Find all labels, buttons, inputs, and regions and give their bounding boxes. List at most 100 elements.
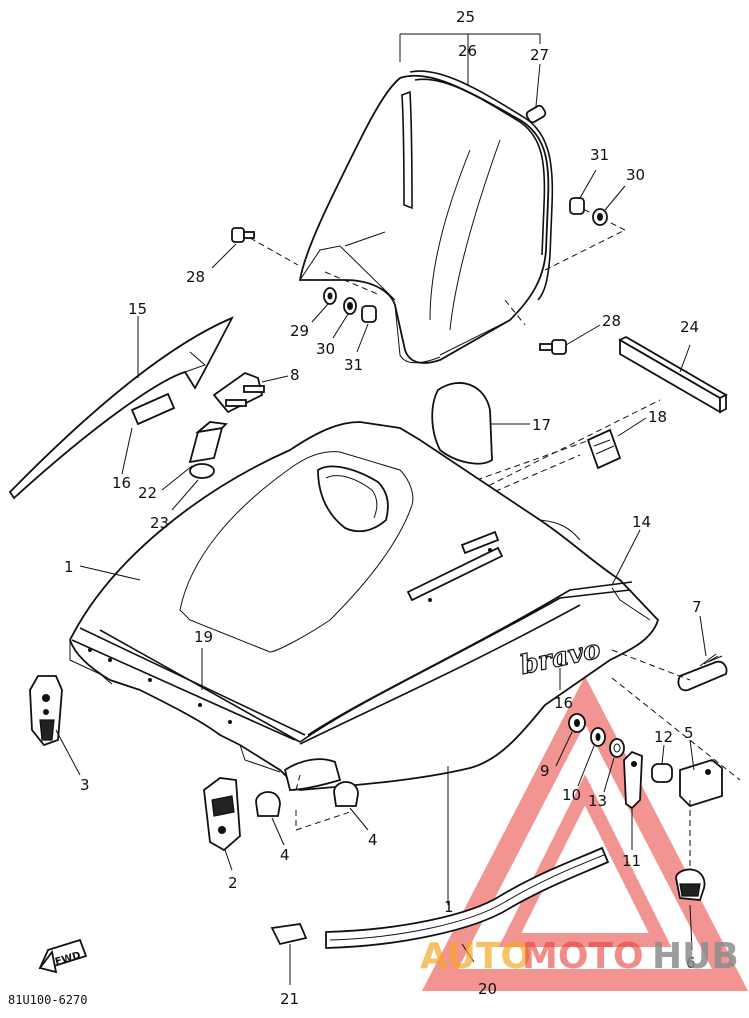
leader-13 [603, 757, 615, 793]
watermark-logo: AUTO MOTO HUB [420, 936, 739, 977]
callout-18: 18 [648, 408, 667, 426]
hardware-set-29-31 [323, 287, 377, 323]
knob-6 [675, 868, 706, 901]
latch-2 [203, 777, 241, 852]
callout-7: 7 [692, 598, 702, 616]
windshield-clip [525, 104, 547, 124]
grommet-4-left [255, 791, 281, 817]
leader-1 [79, 565, 141, 581]
callout-bracket-25 [399, 33, 541, 62]
callout-31b: 31 [590, 146, 609, 164]
leader-27 [535, 63, 541, 107]
bumper-strip-20 [325, 846, 610, 949]
callout-13: 13 [588, 792, 607, 810]
bracket-8 [212, 371, 265, 414]
grommet-4-right [333, 781, 359, 807]
leader-31a [356, 323, 369, 353]
plate-18 [586, 428, 622, 470]
grommet-23 [189, 463, 215, 479]
callout-16b: 16 [554, 694, 573, 712]
callout-1b: 1 [444, 898, 454, 916]
leader-10 [577, 745, 595, 787]
callout-19: 19 [194, 628, 213, 646]
leader-2 [224, 849, 233, 871]
leader-6 [689, 904, 693, 951]
watermark-auto: AUTO [420, 936, 531, 977]
callout-6: 6 [686, 954, 696, 972]
leader-7 [699, 615, 707, 657]
leader-4a [271, 817, 285, 846]
bracket-5 [679, 758, 723, 808]
decal-stripe-15 [8, 316, 234, 500]
bolt-28-right [539, 339, 567, 355]
leader-22 [161, 465, 193, 491]
callout-5: 5 [684, 724, 694, 742]
leader-5 [689, 739, 695, 771]
foam-strip-24 [618, 335, 728, 414]
callout-4b: 4 [368, 831, 378, 849]
nut-9 [568, 713, 586, 733]
callout-23: 23 [150, 514, 169, 532]
callout-31a: 31 [344, 356, 363, 374]
end-cap-21 [270, 923, 308, 946]
callout-14: 14 [632, 513, 651, 531]
callout-28a: 28 [186, 268, 205, 286]
leader-28b [565, 324, 601, 346]
callout-3: 3 [80, 776, 90, 794]
watermark-hub: HUB [652, 936, 739, 977]
forward-arrow-icon [38, 938, 88, 974]
leader-23 [171, 479, 199, 511]
latch-arm-11 [623, 750, 643, 810]
watermark-moto: MOTO [522, 936, 644, 977]
callout-24: 24 [680, 318, 699, 336]
spacer-12 [651, 763, 673, 783]
callout-4a: 4 [280, 846, 290, 864]
leader-14 [611, 529, 641, 586]
leader-8 [261, 375, 289, 383]
windshield [298, 70, 554, 364]
pad-17 [431, 382, 493, 465]
washer-13 [609, 738, 625, 758]
callout-17: 17 [532, 416, 551, 434]
leader-9 [555, 731, 573, 767]
leader-20 [461, 943, 475, 963]
callout-16a: 16 [112, 474, 131, 492]
leader-3 [55, 729, 81, 776]
washer-10 [590, 727, 606, 747]
callout-22: 22 [138, 484, 157, 502]
leader-4b [349, 807, 369, 831]
leader-31b [579, 169, 597, 199]
callout-2: 2 [228, 874, 238, 892]
callout-8: 8 [290, 366, 300, 384]
callout-20: 20 [478, 980, 497, 998]
callout-26: 26 [458, 42, 477, 60]
leader-28a [211, 243, 237, 269]
callout-30b: 30 [626, 166, 645, 184]
decal-16-left [130, 392, 176, 426]
diagram-code: 81U100-6270 [8, 993, 87, 1007]
callout-30a: 30 [316, 340, 335, 358]
watermark-triangle-icon [421, 676, 749, 991]
callout-28b: 28 [602, 312, 621, 330]
callout-27: 27 [530, 46, 549, 64]
leader-29 [311, 303, 329, 323]
callout-25: 25 [456, 8, 475, 26]
callout-9: 9 [540, 762, 550, 780]
hood [69, 421, 660, 791]
leader-24 [679, 344, 691, 373]
callout-29: 29 [290, 322, 309, 340]
callout-10: 10 [562, 786, 581, 804]
leader-12 [661, 744, 665, 765]
callout-11: 11 [622, 852, 641, 870]
reflector-22 [188, 421, 228, 464]
strap-7 [677, 653, 728, 692]
callout-12: 12 [654, 728, 673, 746]
leader-30b [604, 185, 626, 211]
leader-30a [332, 313, 349, 339]
leader-18 [617, 417, 647, 437]
callout-21: 21 [280, 990, 299, 1008]
hinge-3 [29, 675, 63, 747]
hardware-set-30-31-right [569, 197, 608, 226]
